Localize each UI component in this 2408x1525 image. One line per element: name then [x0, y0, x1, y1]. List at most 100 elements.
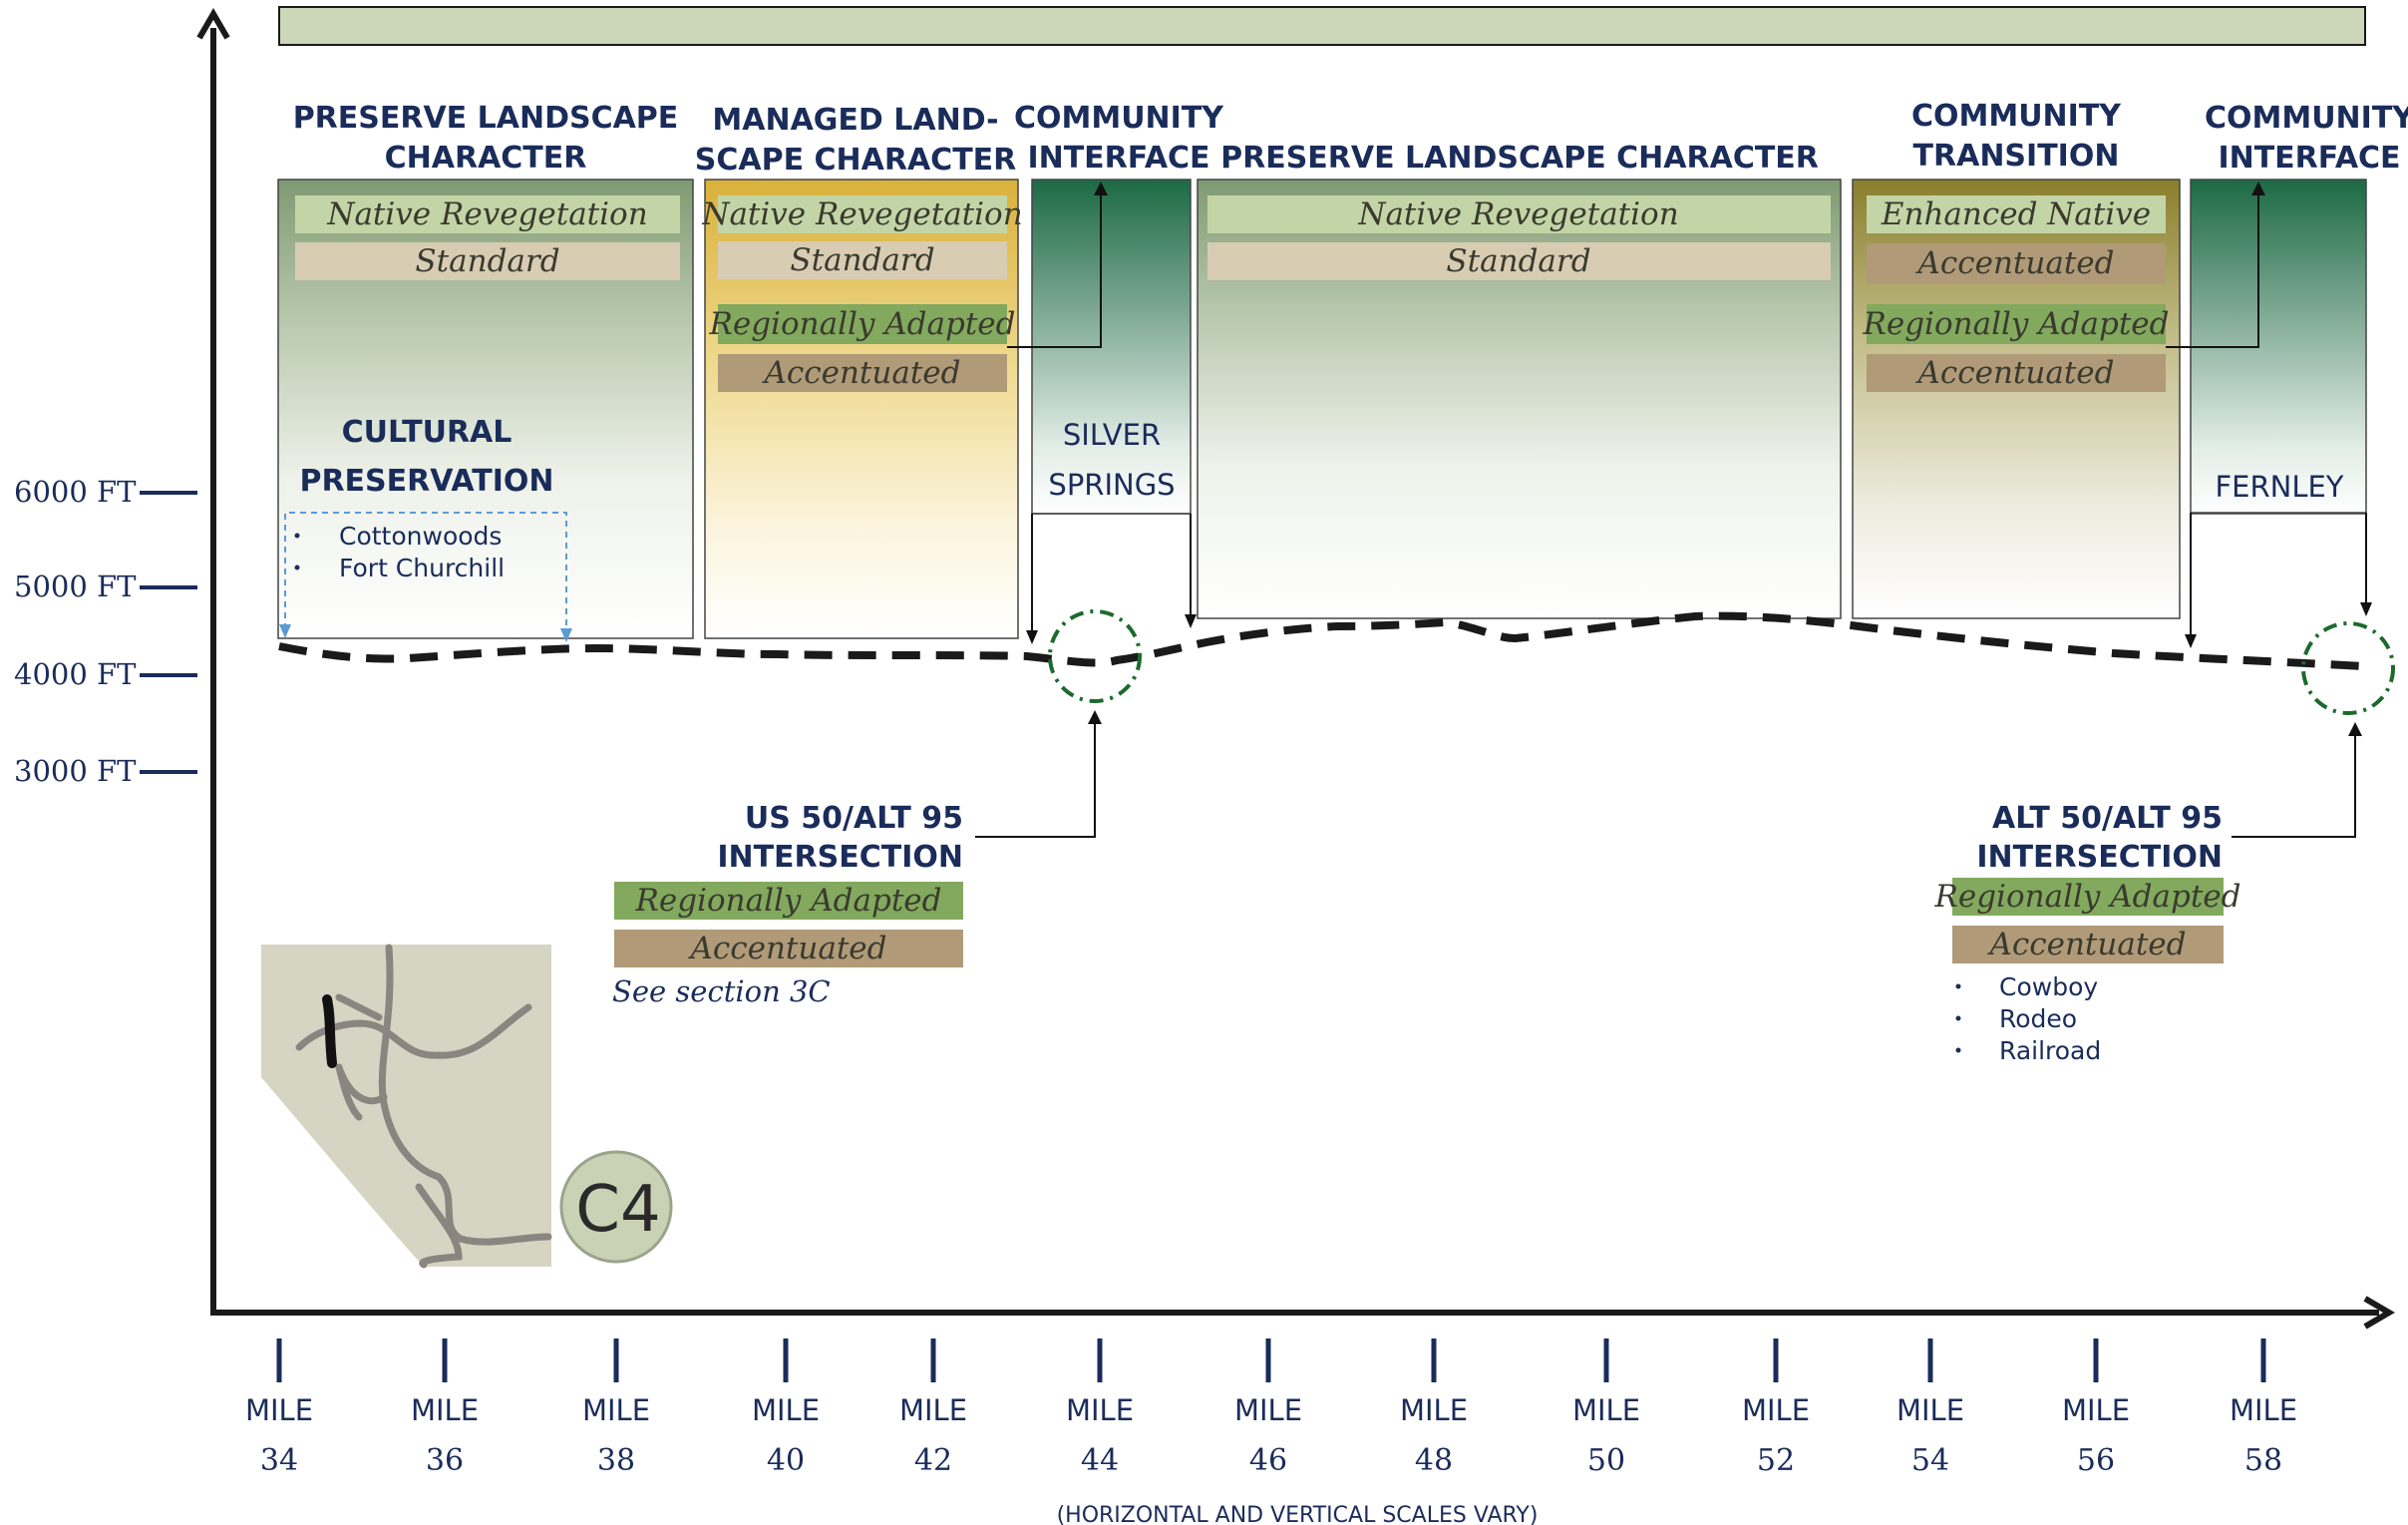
elevation-label: 6000 FT	[14, 475, 137, 509]
tag-label: Accentuated	[1915, 245, 2115, 281]
zone-title: PRESERVE LANDSCAPE CHARACTER	[1220, 141, 1819, 176]
tag-native-revegetation	[1207, 195, 1831, 233]
tag-enhanced-native	[1867, 195, 2166, 233]
mile-label: MILE	[245, 1393, 313, 1427]
tag-regionally-adapted	[614, 882, 963, 920]
bullet-dot	[294, 565, 300, 571]
arrowhead	[2348, 722, 2362, 736]
place-label: SILVER	[1063, 418, 1161, 452]
list-item: Railroad	[1999, 1036, 2101, 1065]
drop-arrow	[1031, 513, 2367, 638]
bullet-dot	[1955, 1015, 1961, 1021]
bullet-dot	[1955, 983, 1961, 989]
mile-label: MILE	[2062, 1393, 2130, 1427]
tag-label: Accentuated	[1915, 355, 2115, 391]
top-band	[278, 6, 2366, 46]
place-label: FERNLEY	[2215, 470, 2343, 504]
tag-accentuated	[1867, 243, 2166, 283]
elevation-label: 4000 FT	[14, 657, 137, 691]
tag-native-revegetation	[718, 195, 1007, 233]
arrowhead	[2360, 602, 2372, 616]
cultural-bracket	[284, 512, 567, 636]
tag-label: Native Revegetation	[701, 196, 1022, 232]
cultural-title: PRESERVATION	[299, 464, 553, 499]
tag-regionally-adapted	[1867, 304, 2166, 344]
mile-number: 34	[260, 1443, 298, 1478]
tag-label: Standard	[415, 243, 559, 279]
tag-accentuated	[614, 930, 963, 967]
mile-number: 48	[1415, 1443, 1453, 1478]
intersection-title: INTERSECTION	[1976, 840, 2223, 875]
arrowhead	[1094, 182, 1108, 195]
zone-title: PRESERVE LANDSCAPE	[293, 101, 679, 136]
tag-regionally-adapted	[718, 304, 1007, 344]
connector-arrow	[2232, 728, 2356, 838]
elevation-label: 3000 FT	[14, 754, 137, 788]
zone-title: COMMUNITY	[2205, 101, 2408, 136]
tag-standard	[1207, 242, 1831, 280]
mile-number: 56	[2077, 1443, 2115, 1478]
scale-note: (HORIZONTAL AND VERTICAL SCALES VARY)	[1057, 1503, 1539, 1525]
mile-number: 50	[1587, 1443, 1625, 1478]
tag-accentuated	[1952, 926, 2224, 963]
list-item: Fort Churchill	[339, 554, 505, 582]
tag-accentuated	[718, 354, 1007, 392]
tag-label: Regionally Adapted	[635, 883, 942, 919]
arrowhead	[1026, 630, 1038, 644]
tag-label: Regionally Adapted	[1863, 306, 2170, 342]
bullet-dot	[294, 533, 300, 539]
tag-label: Regionally Adapted	[1934, 879, 2241, 915]
tag-accentuated	[1867, 354, 2166, 392]
tag-label: Regionally Adapted	[709, 306, 1016, 342]
mile-number: 58	[2244, 1443, 2282, 1478]
mile-number: 52	[1757, 1443, 1795, 1478]
tag-label: Standard	[790, 242, 934, 278]
intersection-title: US 50/ALT 95	[745, 801, 963, 836]
list-item: Rodeo	[1999, 1004, 2077, 1033]
cultural-title: CULTURAL	[342, 415, 513, 450]
mile-label: MILE	[2230, 1393, 2297, 1427]
mile-label: MILE	[1742, 1393, 1810, 1427]
mile-label: MILE	[1400, 1393, 1468, 1427]
mile-label: MILE	[1896, 1393, 1964, 1427]
tag-label: Native Revegetation	[326, 196, 647, 232]
mile-number: 46	[1249, 1443, 1287, 1478]
mile-number: 36	[426, 1443, 464, 1478]
intersection-title: INTERSECTION	[717, 840, 963, 875]
tag-label: Accentuated	[1987, 927, 2187, 962]
mile-number: 38	[597, 1443, 635, 1478]
connector-arrow	[1007, 188, 2259, 348]
mile-label: MILE	[752, 1393, 820, 1427]
bullet-dot	[1955, 1047, 1961, 1053]
mile-markers: MILE 34 MILE 36 MILE 38 MILE 40 MILE 42 MILE 44 MILE…	[245, 1338, 2297, 1478]
intersection-marker	[2301, 621, 2395, 715]
x-axis-arrowhead	[2363, 1296, 2395, 1330]
mile-label: MILE	[582, 1393, 650, 1427]
tag-regionally-adapted	[1952, 878, 2224, 916]
y-axis-arrowhead	[196, 8, 230, 40]
arrowhead	[1185, 614, 1197, 628]
mile-label: MILE	[899, 1393, 967, 1427]
arrowhead	[560, 628, 572, 642]
tag-label: Standard	[1446, 243, 1590, 279]
tag-label: Native Revegetation	[1357, 196, 1678, 232]
mile-number: 40	[767, 1443, 805, 1478]
elevation-label: 5000 FT	[14, 570, 137, 603]
mile-label: MILE	[1234, 1393, 1302, 1427]
arrowhead	[2185, 634, 2197, 648]
zone-title: SCAPE CHARACTER	[695, 143, 1017, 178]
locator-map	[261, 944, 552, 1269]
intersection-title: ALT 50/ALT 95	[1992, 801, 2223, 836]
mile-label: MILE	[411, 1393, 479, 1427]
zone-title: COMMUNITY	[1014, 101, 1224, 136]
arrowhead	[2251, 182, 2265, 195]
zone-title: MANAGED LAND-	[712, 103, 998, 138]
mile-label: MILE	[1066, 1393, 1134, 1427]
tag-label: Enhanced Native	[1881, 196, 2151, 232]
tag-label: Accentuated	[688, 931, 887, 966]
zone-title: INTERFACE	[1027, 141, 1209, 176]
arrowhead	[279, 624, 291, 638]
mile-number: 44	[1081, 1443, 1119, 1478]
mile-number: 42	[914, 1443, 952, 1478]
zone-title: TRANSITION	[1913, 139, 2120, 174]
